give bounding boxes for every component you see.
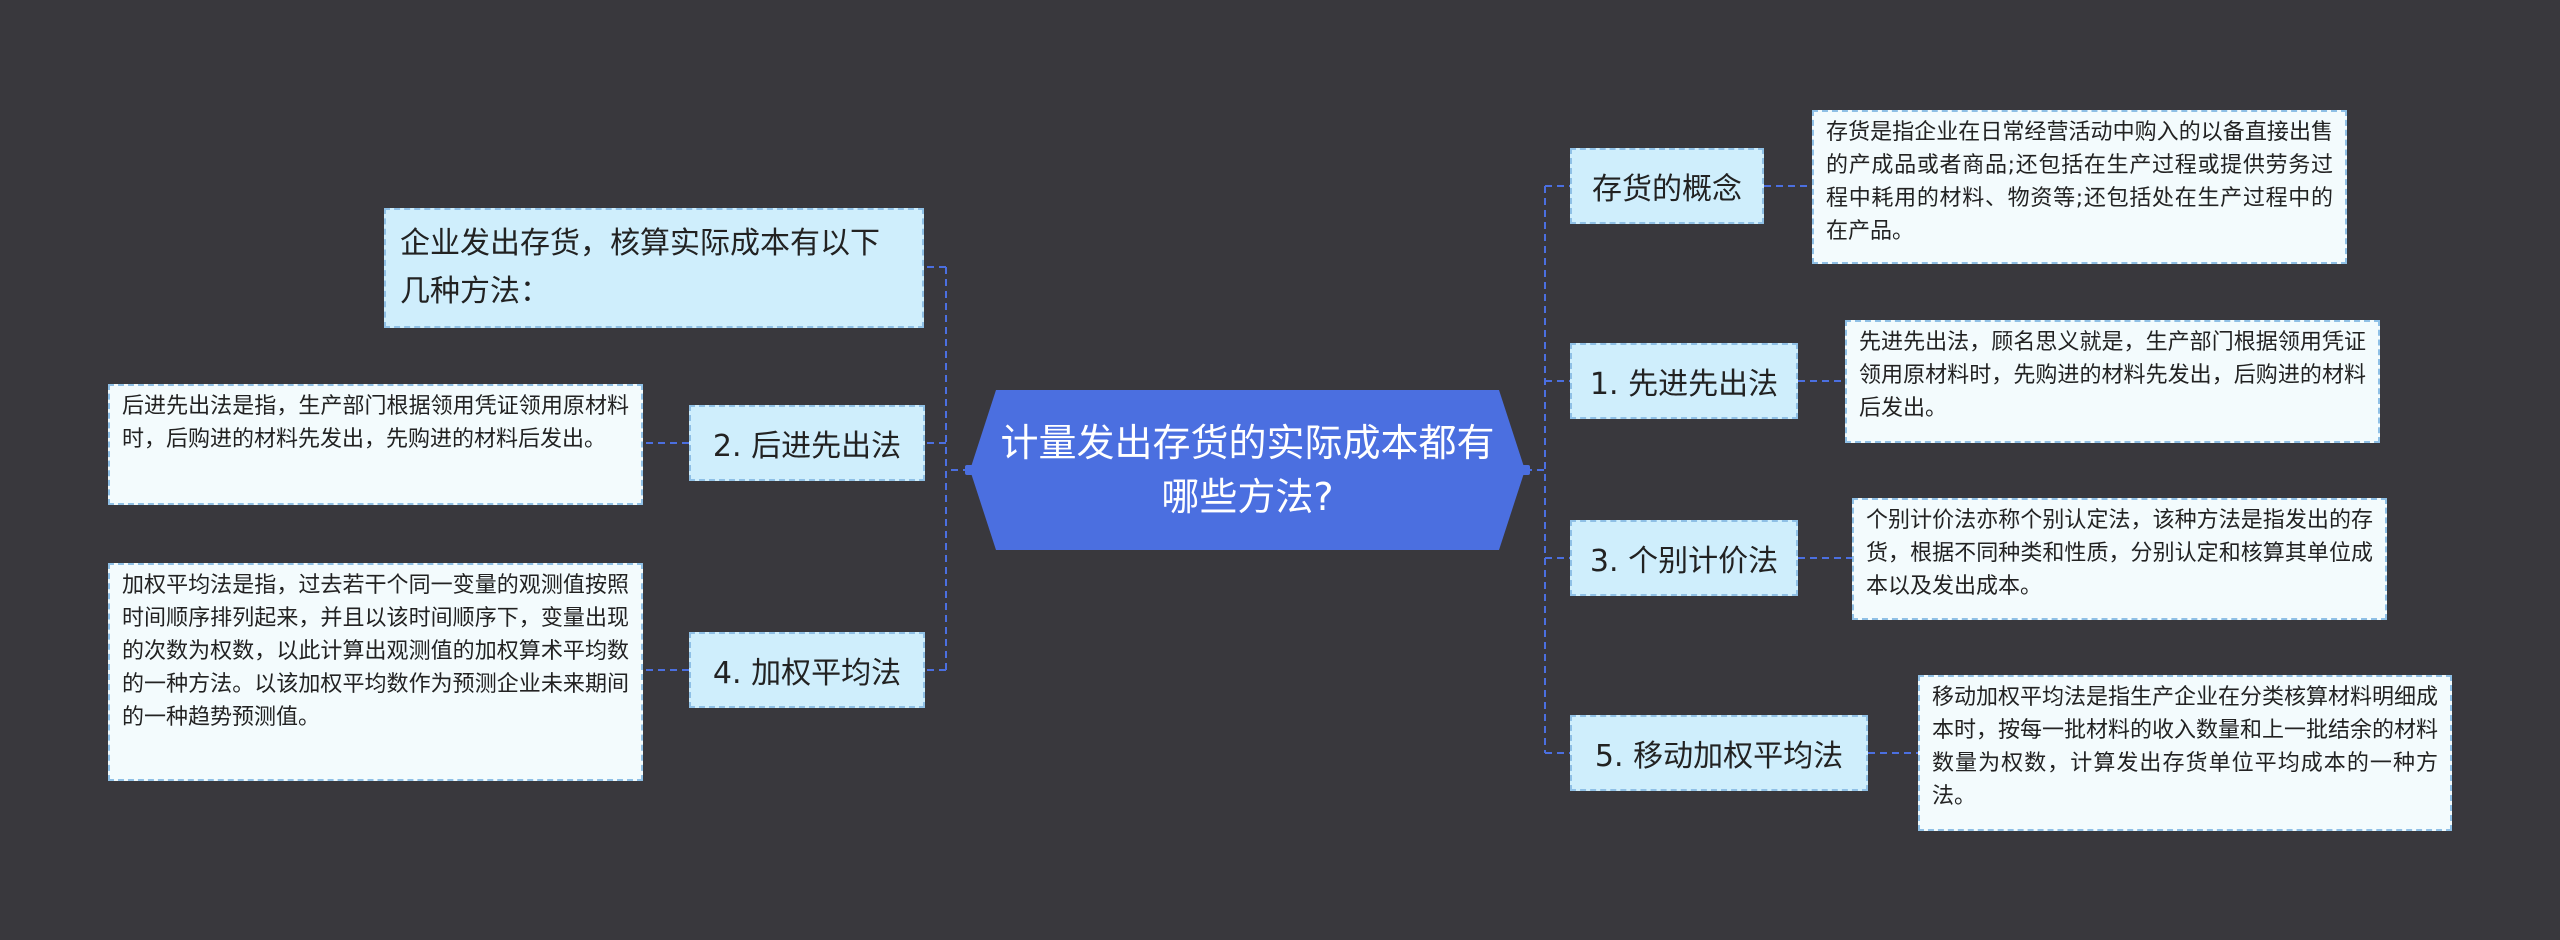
weighted-note-text: 加权平均法是指，过去若干个同一变量的观测值按照时间顺序排列起来，并且以该时间顺序…: [122, 573, 629, 730]
lifo-note-text: 后进先出法是指，生产部门根据领用凭证领用原材料时，后购进的材料先发出，先购进的材…: [122, 394, 629, 452]
lifo-topic[interactable]: 2. 后进先出法: [689, 405, 925, 481]
concept-note-text: 存货是指企业在日常经营活动中购入的以备直接出售的产成品或者商品;还包括在生产过程…: [1826, 120, 2333, 244]
concept-note: 存货是指企业在日常经营活动中购入的以备直接出售的产成品或者商品;还包括在生产过程…: [1812, 110, 2347, 264]
weighted-topic-label: 4. 加权平均法: [712, 656, 902, 691]
concept-topic[interactable]: 存货的概念: [1570, 148, 1764, 224]
lifo-topic-label: 2. 后进先出法: [712, 429, 902, 464]
intro-topic-label: 企业发出存货，核算实际成本有以下几种方法：: [400, 226, 880, 309]
intro-topic[interactable]: 企业发出存货，核算实际成本有以下几种方法：: [384, 208, 924, 328]
moving-topic[interactable]: 5. 移动加权平均法: [1570, 715, 1868, 791]
weighted-note: 加权平均法是指，过去若干个同一变量的观测值按照时间顺序排列起来，并且以该时间顺序…: [108, 563, 643, 781]
moving-topic-label: 5. 移动加权平均法: [1594, 739, 1844, 774]
specific-topic[interactable]: 3. 个别计价法: [1570, 520, 1798, 596]
specific-topic-label: 3. 个别计价法: [1589, 544, 1779, 579]
moving-note: 移动加权平均法是指生产企业在分类核算材料明细成本时，按每一批材料的收入数量和上一…: [1918, 675, 2452, 831]
central-topic-label: 计量发出存货的实际成本都有哪些方法?: [1000, 421, 1495, 519]
concept-topic-label: 存货的概念: [1592, 172, 1742, 207]
lifo-note: 后进先出法是指，生产部门根据领用凭证领用原材料时，后购进的材料先发出，先购进的材…: [108, 384, 643, 505]
fifo-note-text: 先进先出法，顾名思义就是，生产部门根据领用凭证领用原材料时，先购进的材料先发出，…: [1859, 330, 2366, 421]
specific-note: 个别计价法亦称个别认定法，该种方法是指发出的存货，根据不同种类和性质，分别认定和…: [1852, 498, 2387, 620]
central-topic[interactable]: 计量发出存货的实际成本都有哪些方法?: [970, 390, 1525, 550]
fifo-note: 先进先出法，顾名思义就是，生产部门根据领用凭证领用原材料时，先购进的材料先发出，…: [1845, 320, 2380, 443]
fifo-topic[interactable]: 1. 先进先出法: [1570, 343, 1798, 419]
central-hexagon-shape: [970, 390, 1525, 550]
specific-note-text: 个别计价法亦称个别认定法，该种方法是指发出的存货，根据不同种类和性质，分别认定和…: [1866, 508, 2373, 599]
moving-note-text: 移动加权平均法是指生产企业在分类核算材料明细成本时，按每一批材料的收入数量和上一…: [1932, 685, 2439, 809]
weighted-topic[interactable]: 4. 加权平均法: [689, 632, 925, 708]
fifo-topic-label: 1. 先进先出法: [1589, 367, 1779, 402]
